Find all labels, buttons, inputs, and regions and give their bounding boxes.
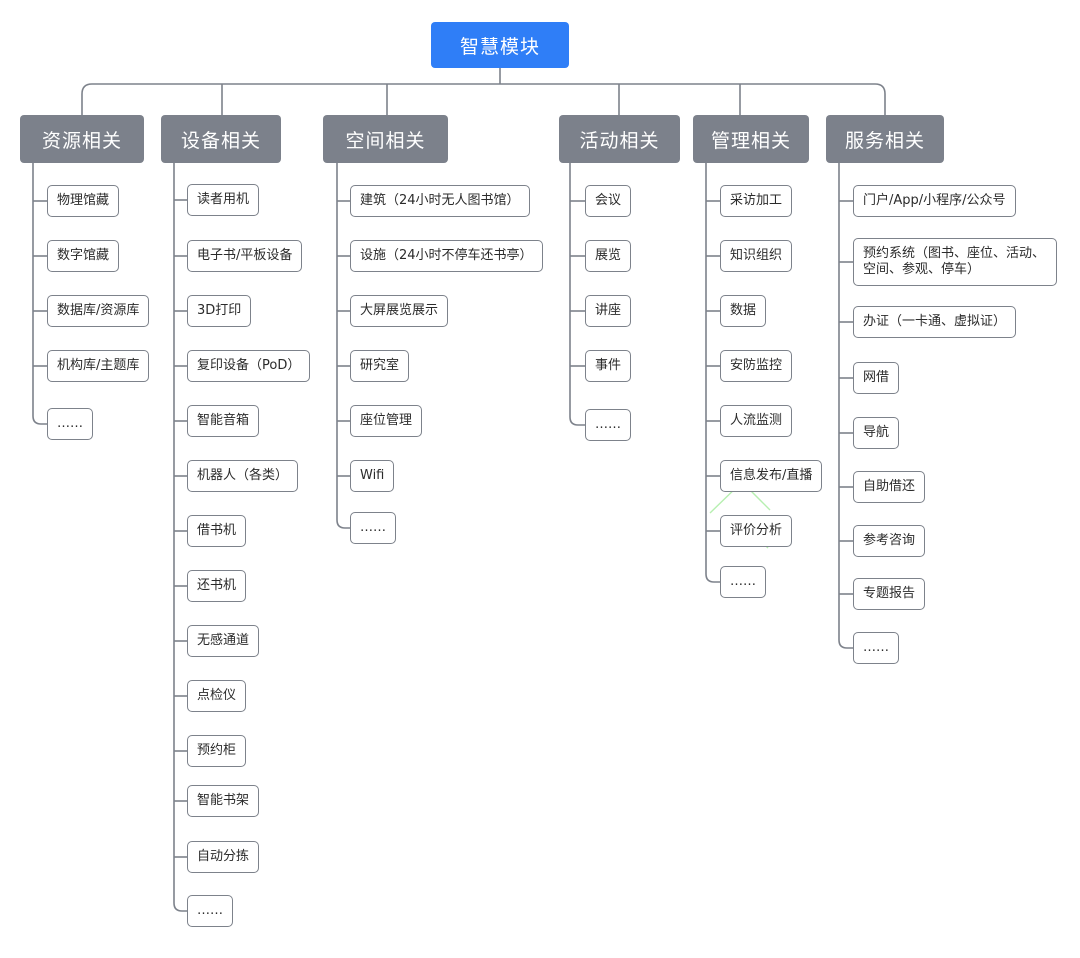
category-services[interactable]: 服务相关 [826, 115, 944, 163]
leaf-item[interactable]: 智能书架 [187, 785, 260, 817]
leaf-item[interactable]: 数据库/资源库 [47, 295, 150, 327]
leaf-item[interactable]: 数字馆藏 [47, 240, 120, 272]
leaf-item[interactable]: 安防监控 [720, 350, 793, 382]
leaf-item[interactable]: 读者用机 [187, 184, 260, 216]
leaf-item[interactable]: 评价分析 [720, 515, 793, 547]
category-space[interactable]: 空间相关 [323, 115, 448, 163]
leaf-item[interactable]: Wifi [350, 460, 395, 492]
leaf-item[interactable]: 预约系统（图书、座位、活动、空间、参观、停车） [853, 238, 1057, 286]
leaf-item[interactable]: …… [585, 409, 631, 441]
leaf-item[interactable]: 知识组织 [720, 240, 793, 272]
leaf-item[interactable]: 还书机 [187, 570, 247, 602]
leaf-item[interactable]: 办证（一卡通、虚拟证） [853, 306, 1017, 338]
leaf-item[interactable]: 物理馆藏 [47, 185, 120, 217]
leaf-item[interactable]: 无感通道 [187, 625, 260, 657]
leaf-item[interactable]: 自助借还 [853, 471, 926, 503]
leaf-item[interactable]: 自动分拣 [187, 841, 260, 873]
leaf-item[interactable]: …… [350, 512, 396, 544]
leaf-item[interactable]: …… [853, 632, 899, 664]
leaf-item[interactable]: 信息发布/直播 [720, 460, 823, 492]
leaf-item[interactable]: 专题报告 [853, 578, 926, 610]
leaf-item[interactable]: 大屏展览展示 [350, 295, 449, 327]
root-node[interactable]: 智慧模块 [431, 22, 569, 68]
leaf-item[interactable]: 展览 [585, 240, 632, 272]
leaf-item[interactable]: 点检仪 [187, 680, 247, 712]
leaf-item[interactable]: …… [47, 408, 93, 440]
leaf-item[interactable]: 建筑（24小时无人图书馆） [350, 185, 530, 217]
leaf-item[interactable]: 参考咨询 [853, 525, 926, 557]
leaf-item[interactable]: 预约柜 [187, 735, 247, 767]
category-activities[interactable]: 活动相关 [559, 115, 680, 163]
leaf-item[interactable]: 采访加工 [720, 185, 793, 217]
leaf-item[interactable]: 借书机 [187, 515, 247, 547]
leaf-item[interactable]: 网借 [853, 362, 900, 394]
leaf-item[interactable]: 人流监测 [720, 405, 793, 437]
leaf-item[interactable]: 电子书/平板设备 [187, 240, 303, 272]
leaf-item[interactable]: 门户/App/小程序/公众号 [853, 185, 1016, 217]
leaf-item[interactable]: 导航 [853, 417, 900, 449]
leaf-item[interactable]: 讲座 [585, 295, 632, 327]
leaf-item[interactable]: 复印设备（PoD） [187, 350, 311, 382]
category-devices[interactable]: 设备相关 [161, 115, 281, 163]
leaf-item[interactable]: 座位管理 [350, 405, 423, 437]
leaf-item[interactable]: …… [720, 566, 766, 598]
leaf-item[interactable]: 智能音箱 [187, 405, 260, 437]
leaf-item[interactable]: 机构库/主题库 [47, 350, 150, 382]
category-management[interactable]: 管理相关 [693, 115, 809, 163]
leaf-item[interactable]: 会议 [585, 185, 632, 217]
leaf-item[interactable]: 事件 [585, 350, 632, 382]
leaf-item[interactable]: 3D打印 [187, 295, 252, 327]
category-resources[interactable]: 资源相关 [20, 115, 144, 163]
leaf-item[interactable]: 研究室 [350, 350, 410, 382]
leaf-item[interactable]: …… [187, 895, 233, 927]
leaf-item[interactable]: 数据 [720, 295, 767, 327]
leaf-item[interactable]: 设施（24小时不停车还书亭） [350, 240, 543, 272]
leaf-item[interactable]: 机器人（各类） [187, 460, 299, 492]
